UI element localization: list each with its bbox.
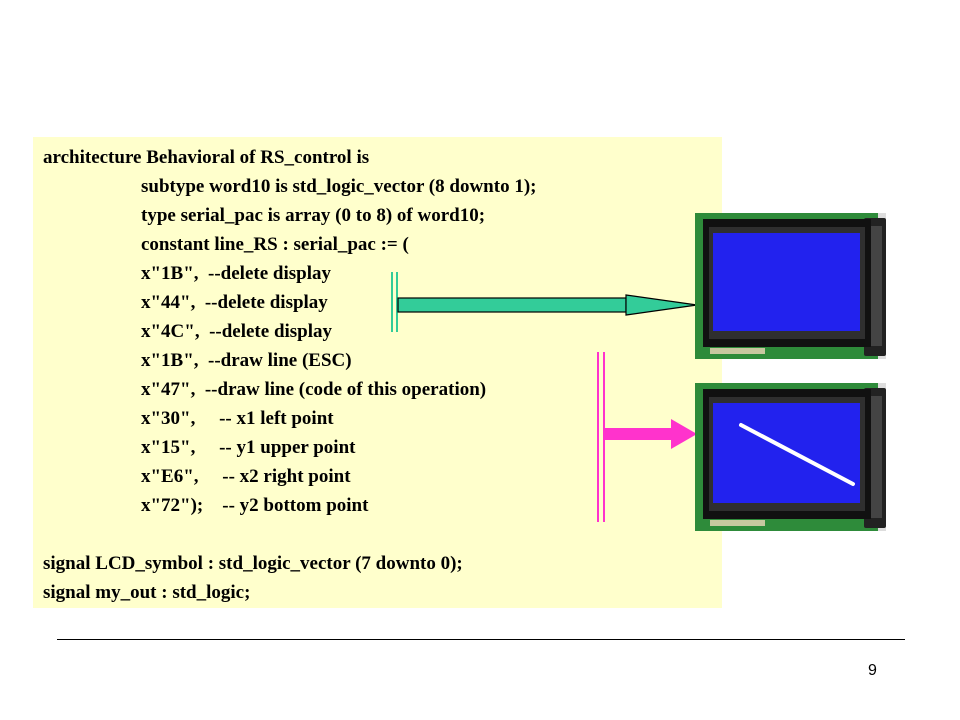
code-line-11: x"15", -- y1 upper point [141,437,356,458]
lcd-screen-bottom [713,403,860,503]
lcd-screen-top [713,233,860,331]
magenta-arrow-head [671,419,697,449]
code-line-6: x"44", --delete display [141,292,328,313]
code-listing-box: architecture Behavioral of RS_control is… [33,137,722,608]
lcd-drawn-line [739,423,855,486]
page-number: 9 [868,662,877,679]
code-line-12: x"E6", -- x2 right point [141,466,351,487]
code-line-15: signal my_out : std_logic; [43,582,251,603]
lcd-connector-inner-bottom [870,396,882,518]
code-line-14: signal LCD_symbol : std_logic_vector (7 … [43,553,463,574]
code-line-9: x"47", --draw line (code of this operati… [141,379,487,400]
green-arrow [391,272,698,332]
magenta-arrow-bar-1 [597,352,599,522]
green-arrow-bar-2 [396,272,398,332]
magenta-arrow-bar-2 [603,352,605,522]
code-line-7: x"4C", --delete display [141,321,333,342]
code-line-5: x"1B", --delete display [141,263,331,284]
footer-divider [57,639,905,640]
code-line-4: constant line_RS : serial_pac := ( [141,234,409,255]
code-line-1: architecture Behavioral of RS_control is [43,147,370,168]
lcd-pins-top [710,348,765,354]
green-arrow-bar-1 [391,272,393,332]
green-arrow-head [625,294,698,316]
code-line-8: x"1B", --draw line (ESC) [141,350,352,371]
code-line-10: x"30", -- x1 left point [141,408,334,429]
lcd-pins-bottom [710,520,765,526]
lcd-connector-inner-top [870,226,882,346]
code-line-3: type serial_pac is array (0 to 8) of wor… [141,205,486,226]
code-line-2: subtype word10 is std_logic_vector (8 do… [141,176,537,197]
magenta-arrow [597,352,697,522]
magenta-arrow-shaft [605,428,673,440]
code-line-13: x"72"); -- y2 bottom point [141,495,369,516]
